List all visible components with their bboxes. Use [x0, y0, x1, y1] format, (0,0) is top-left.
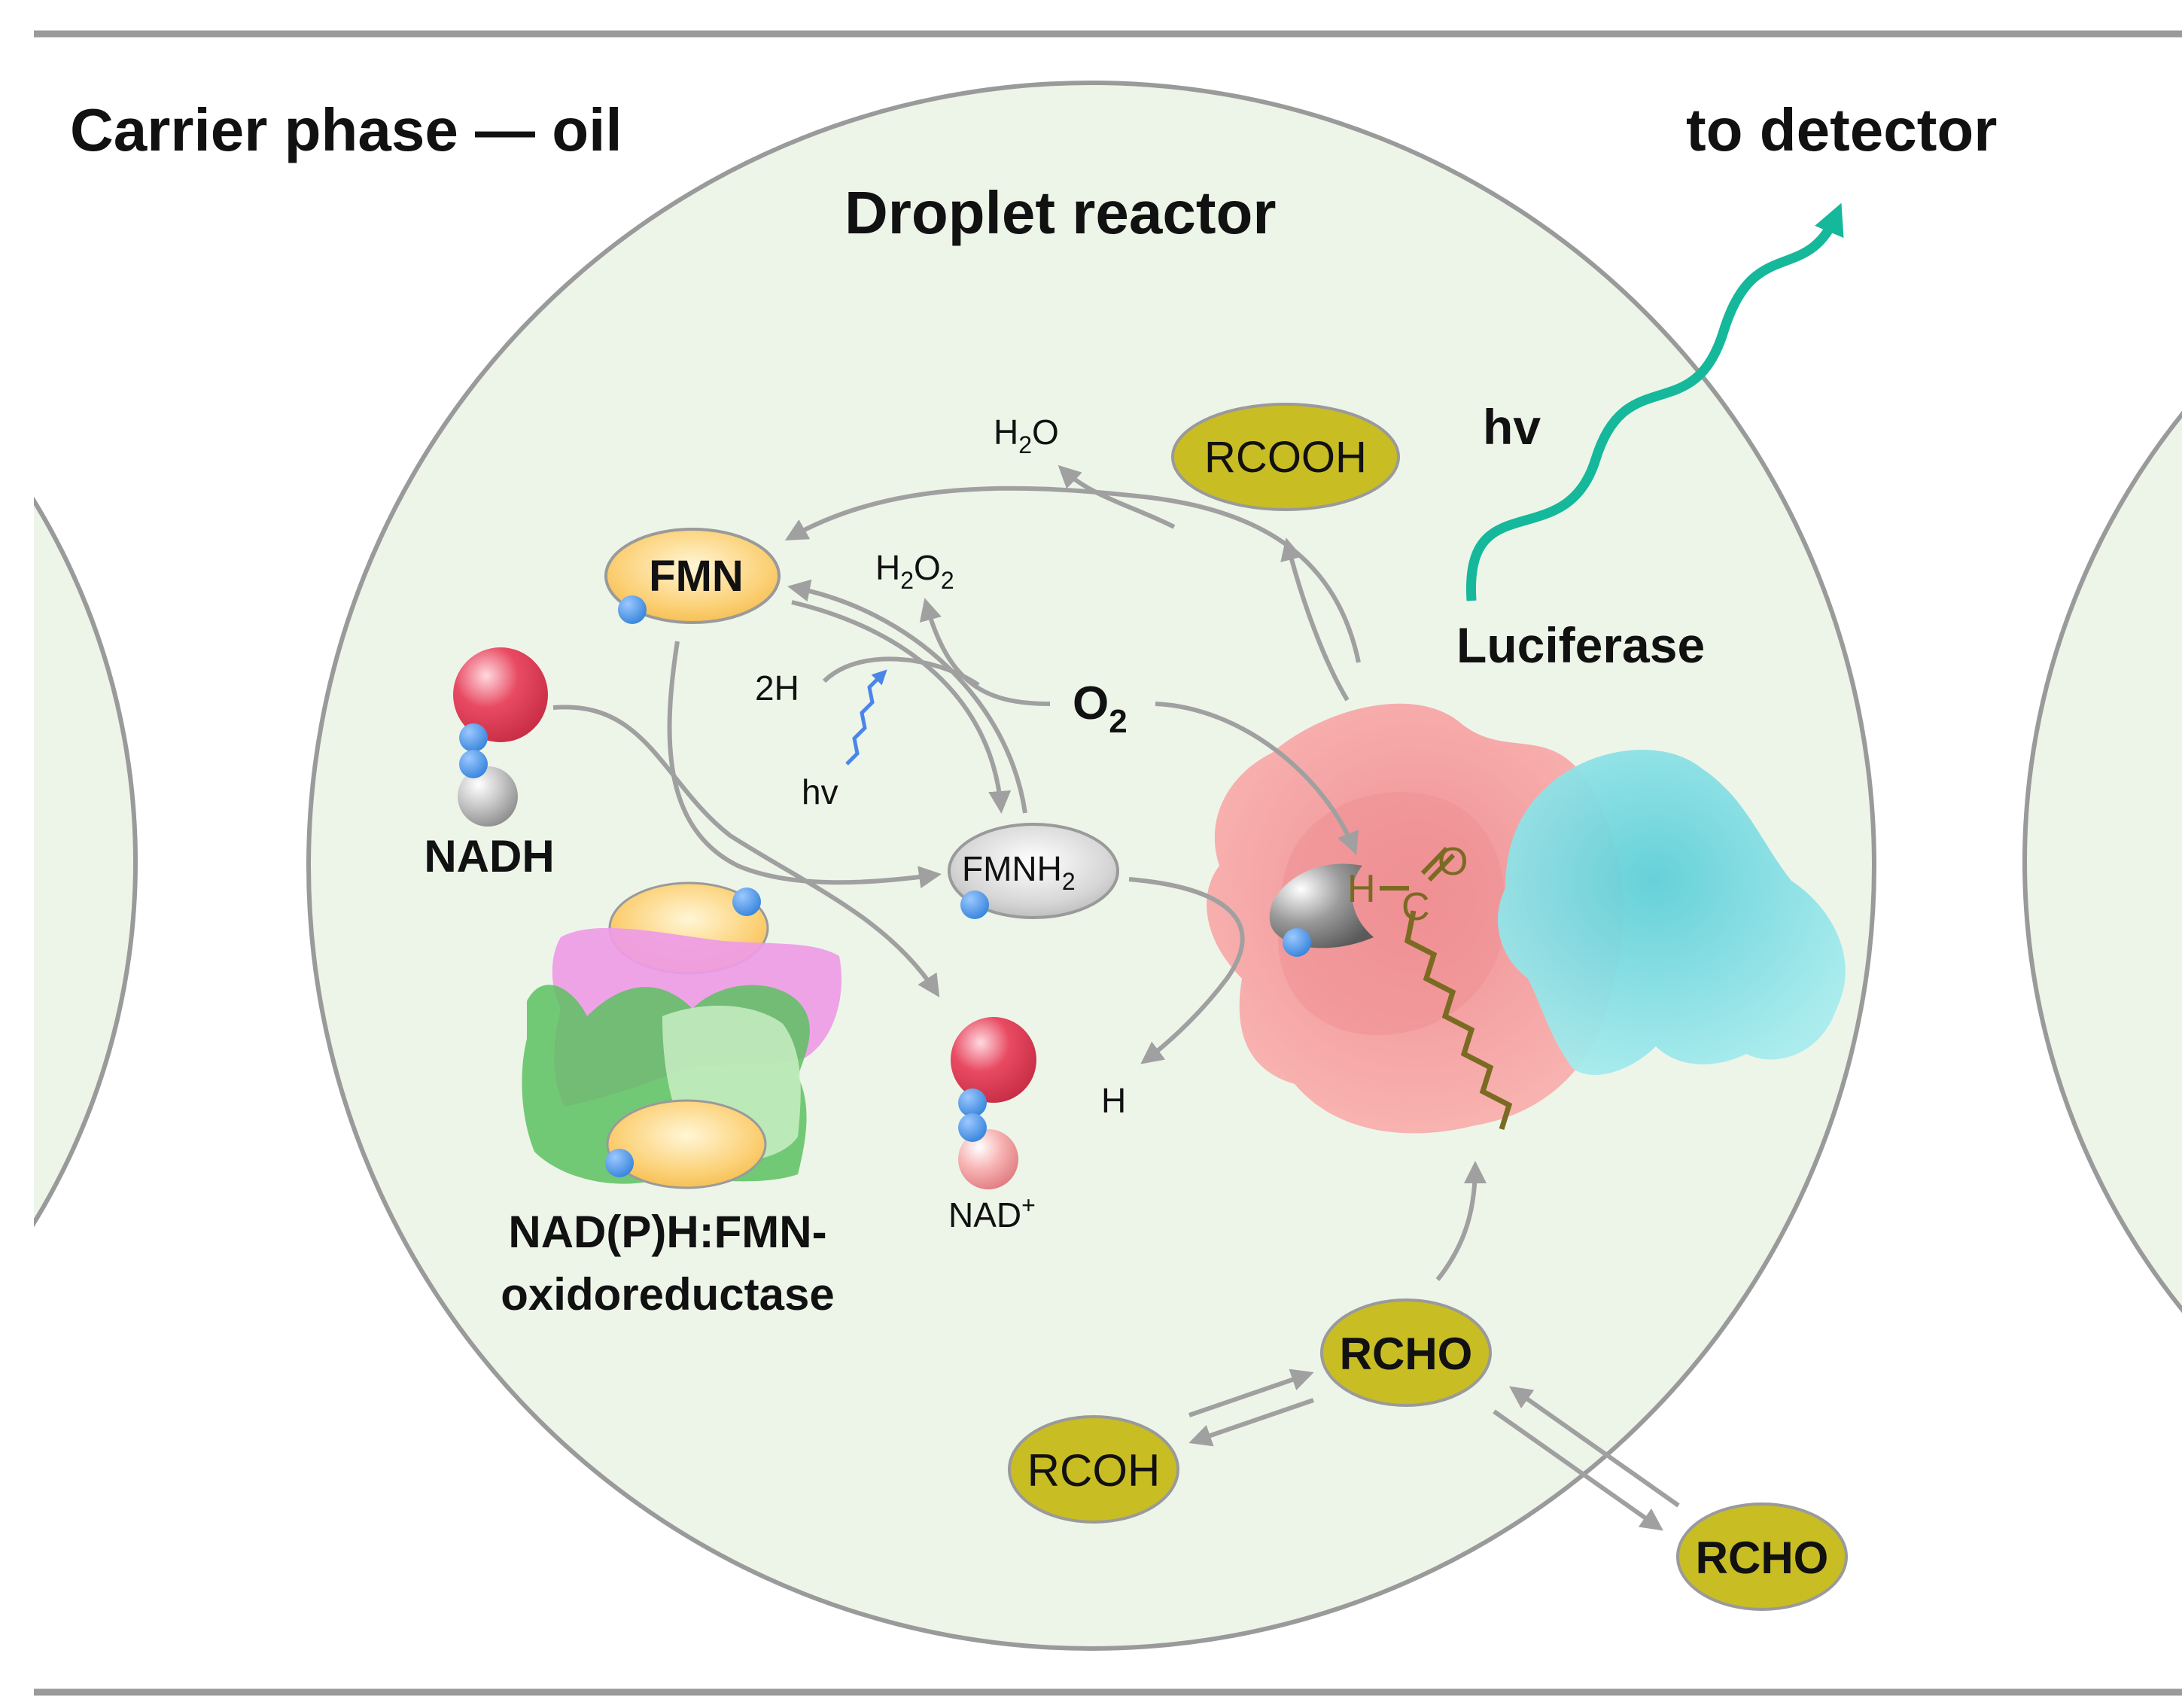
left-cover [0, 0, 34, 1708]
nadh-blue-dot-1 [459, 723, 488, 752]
arrow-rcoh-to-rcho [1188, 1369, 1314, 1417]
rcho-inner-ellipse [1320, 1299, 1492, 1407]
rcho-outer-molecule: RCHO [1676, 1502, 1848, 1611]
o2-label: O2 [1073, 677, 1128, 740]
luciferase-label: Luciferase [1456, 617, 1705, 673]
hv-emission-label: hv [1483, 399, 1541, 455]
h2o-label: H2O [994, 413, 1059, 458]
rcho-outer-ellipse [1676, 1502, 1848, 1611]
aldehyde-o: O [1438, 840, 1468, 884]
rcooh-molecule: RCOOH [1171, 403, 1400, 511]
nadh-gray-sphere [458, 766, 518, 827]
rcoh-molecule: RCOH [1008, 1415, 1179, 1524]
oxidoreductase-label-line2: oxidoreductase [501, 1269, 834, 1320]
fmn-molecule: FMN [604, 528, 781, 624]
absorbed-light-wave [845, 669, 887, 766]
oxidoreductase-fmn-bottom [606, 1099, 767, 1189]
droplet-reactor-title: Droplet reactor [844, 179, 1276, 246]
fmnh2-molecule: FMNH2 [948, 823, 1119, 919]
luciferase-enzyme [1207, 703, 1846, 1134]
oxidoreductase-blue-dot-bottom [605, 1149, 634, 1177]
arrow-o2-to-luciferase [1155, 702, 1359, 855]
carrier-phase-label: Carrier phase — oil [70, 96, 622, 163]
nadh-molecule: NADH [424, 647, 555, 881]
aldehyde-c-o-bond-2 [1427, 853, 1456, 882]
aldehyde-substrate: H C O [1347, 840, 1513, 1131]
aldehyde-c: C [1401, 885, 1430, 929]
fmn-label: FMN [649, 552, 744, 601]
nad-red-sphere [951, 1017, 1036, 1103]
fmn-blue-dot-luciferase [1283, 928, 1311, 957]
rcho-inner-molecule: RCHO [1320, 1299, 1492, 1407]
arrow-o2-to-h2o2 [919, 598, 1051, 706]
rcooh-ellipse [1171, 403, 1400, 511]
fmn-ellipse [604, 528, 781, 624]
aldehyde-c-o-bond-1 [1420, 846, 1449, 875]
fmn-blue-dot [618, 595, 647, 624]
rcoh-ellipse [1008, 1415, 1179, 1524]
nad-blue-dot-1 [958, 1088, 987, 1117]
h2o2-label: H2O2 [875, 548, 954, 594]
two-h-label: 2H [755, 668, 799, 708]
rcho-inner-label: RCHO [1340, 1329, 1473, 1379]
right-neighbor-droplet [2022, 411, 2182, 1313]
arrow-to-rcooh [1280, 537, 1350, 702]
reaction-arrows [552, 464, 1680, 1531]
oxidoreductase-enzyme: NAD(P)H:FMN- oxidoreductase [501, 881, 841, 1320]
nad-plus-label: NAD+ [948, 1192, 1036, 1235]
oxidoreductase-label-line1: NAD(P)H:FMN- [508, 1207, 826, 1257]
arrow-outer-rcho-in [1509, 1386, 1680, 1508]
arrow-luciferase-to-fmn [784, 486, 1361, 663]
arrow-to-h2o [1058, 464, 1176, 529]
luciferase-cyan-subunit [1498, 750, 1846, 1076]
fmnh2-blue-dot [960, 891, 989, 919]
luciferase-cleft [1269, 863, 1374, 948]
hv-absorbed-label: hv [802, 772, 838, 811]
arrow-nadh-to-nad [552, 705, 940, 998]
nad-blue-dot-2 [958, 1113, 987, 1142]
luciferase-inner-shade [1278, 792, 1505, 1036]
emitted-light-wave [1466, 202, 1844, 601]
aldehyde-h: H [1347, 867, 1376, 911]
nadh-label: NADH [424, 831, 554, 881]
rcoh-label: RCOH [1027, 1445, 1161, 1496]
arrow-2h-to-fmnh2 [822, 656, 980, 687]
arrow-inner-rcho-out [1493, 1409, 1663, 1531]
arrow-fmn-down-to-fmnh2 [667, 641, 942, 889]
arrow-fmn-to-fmnh2 [791, 600, 1012, 814]
oxidoreductase-blue-dot-top [732, 887, 761, 916]
arrow-fmnh2-to-h [1128, 877, 1245, 1064]
h-label: H [1101, 1081, 1126, 1120]
arrow-fmnh2-to-fmn [787, 579, 1027, 814]
fmnh2-ellipse [948, 823, 1119, 919]
nadh-red-sphere [453, 647, 548, 742]
nad-plus-molecule: NAD+ [948, 1017, 1036, 1235]
fmnh2-label: FMNH2 [962, 849, 1076, 895]
arrow-rcho-to-rcoh [1188, 1398, 1314, 1447]
nad-pink-sphere [958, 1129, 1018, 1189]
rcho-outer-label: RCHO [1696, 1533, 1829, 1583]
nadh-blue-dot-2 [459, 750, 488, 778]
arrow-rcho-to-luciferase [1435, 1161, 1487, 1281]
rcooh-label: RCOOH [1204, 433, 1367, 482]
to-detector-label: to detector [1686, 96, 1997, 163]
aldehyde-chain [1404, 910, 1513, 1131]
